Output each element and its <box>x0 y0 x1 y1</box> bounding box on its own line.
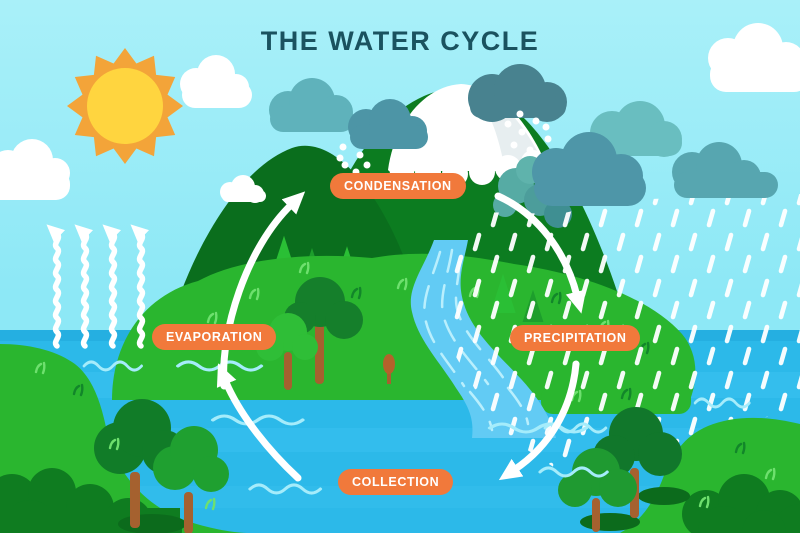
foreground-land-left <box>0 344 250 533</box>
rain-cloud-icon <box>532 132 646 206</box>
cycle-arrow-icon <box>216 363 302 482</box>
sun-icon <box>67 48 183 164</box>
page-title: THE WATER CYCLE <box>260 26 540 56</box>
seedling <box>383 354 395 384</box>
label-precipitation: PRECIPITATION <box>510 325 641 351</box>
snow-icon <box>336 110 552 176</box>
cycle-arrow-icon <box>498 360 580 481</box>
bushes <box>682 474 800 533</box>
cloud-icon <box>180 55 252 108</box>
cloud-icon <box>468 64 567 122</box>
cloud-icon <box>0 139 70 200</box>
label-collection: COLLECTION <box>338 469 454 495</box>
cloud-icon <box>220 175 266 203</box>
cloud-icon <box>708 23 800 92</box>
label-evaporation: EVAPORATION <box>152 324 277 350</box>
island-trees <box>256 273 544 390</box>
rain-cloud-icon <box>672 142 778 198</box>
tree-icon <box>256 313 318 390</box>
cycle-arrows <box>216 191 587 482</box>
rain-cloud-icon <box>590 101 682 157</box>
cycle-arrow-icon <box>494 192 587 314</box>
tree-icon <box>153 426 229 533</box>
cloud-icon <box>269 78 354 132</box>
cloud-icon <box>348 99 428 149</box>
label-condensation: CONDENSATION <box>330 173 466 199</box>
foreground-land-right <box>558 407 800 533</box>
tree-icon <box>558 448 637 532</box>
